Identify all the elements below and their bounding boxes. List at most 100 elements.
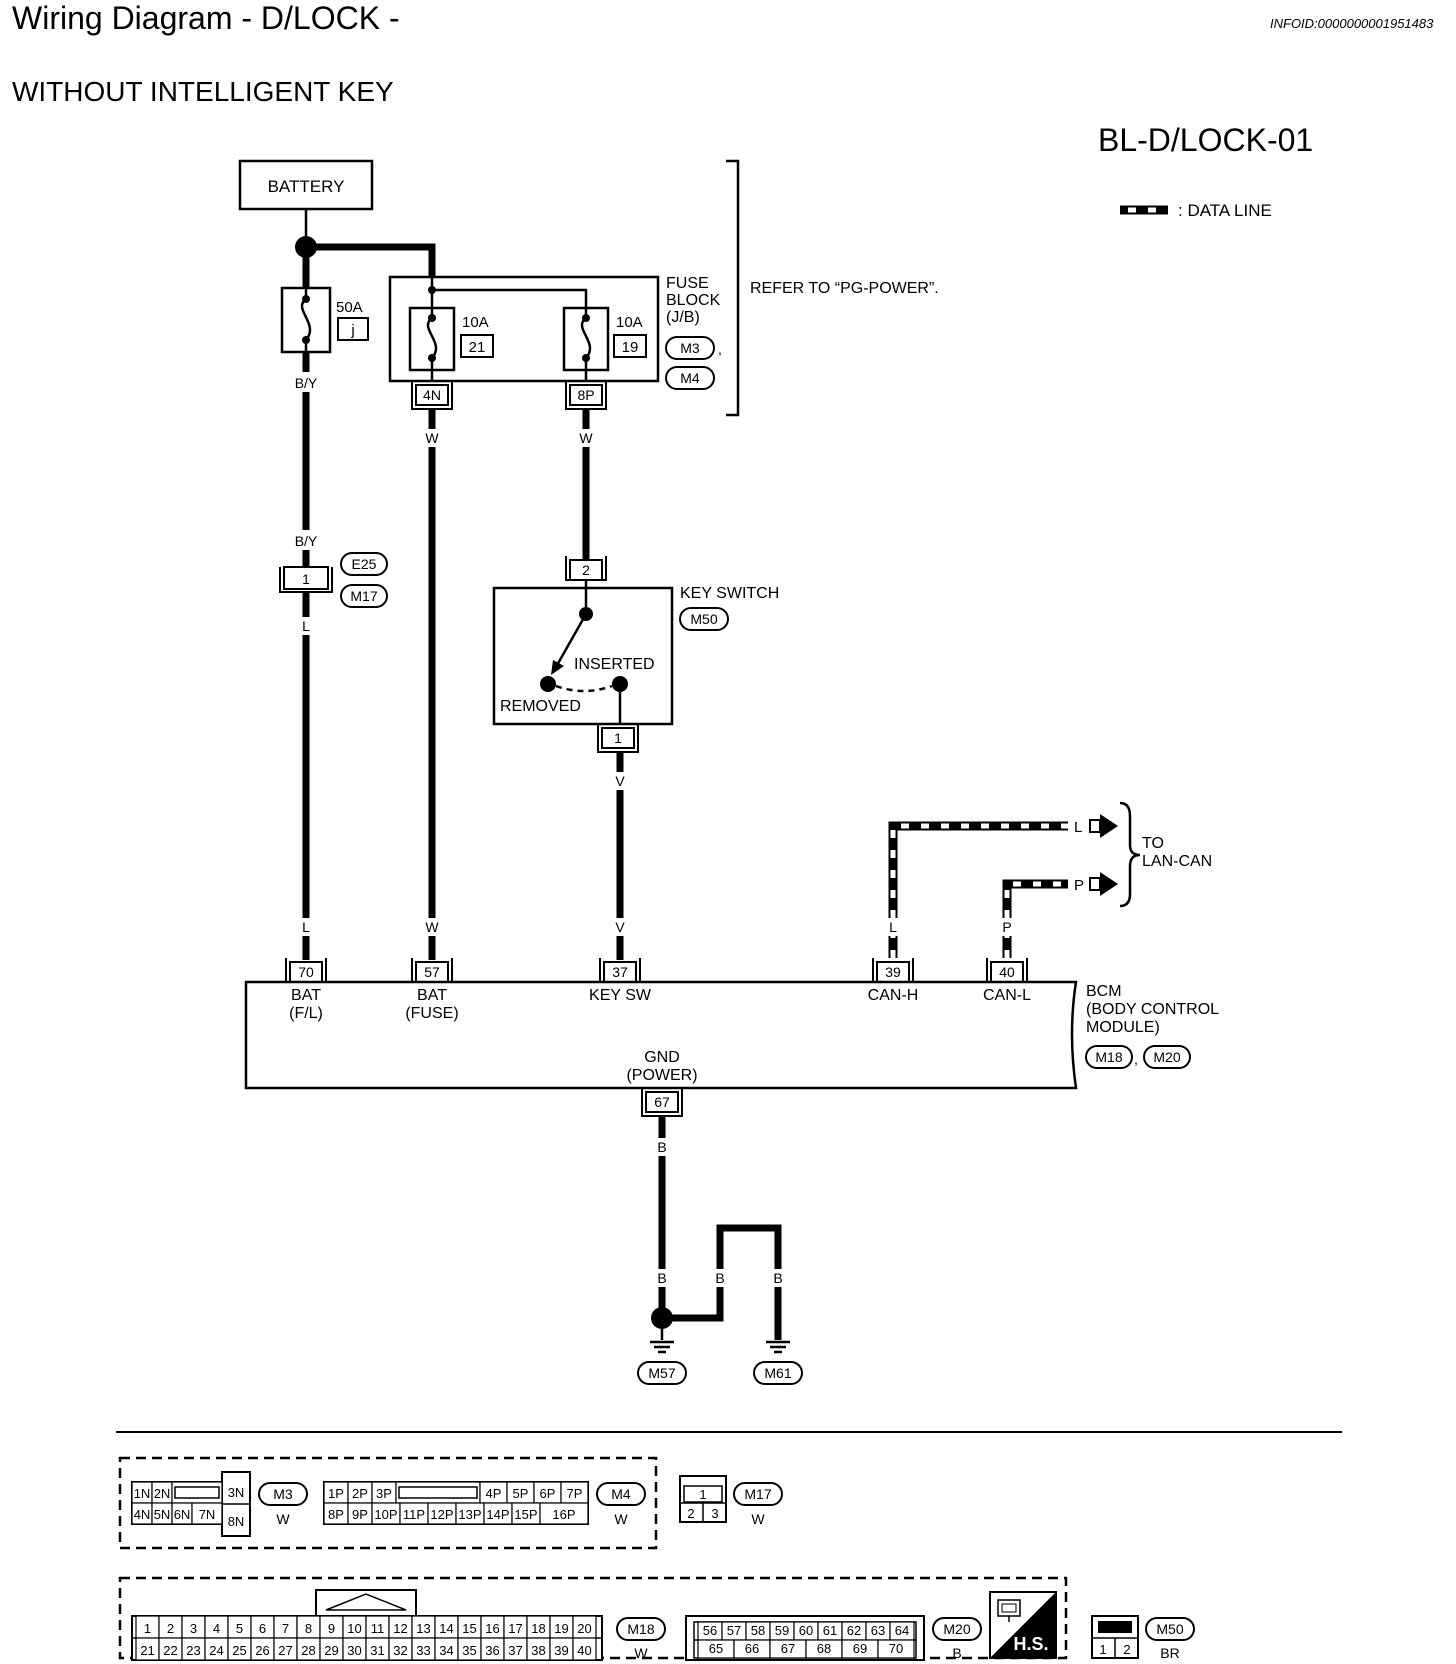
bcm-pin-67 bbox=[645, 1091, 679, 1113]
m20-pin-64: 64 bbox=[895, 1623, 909, 1638]
m20-pin-63: 63 bbox=[871, 1623, 885, 1638]
ground-m57-symbol bbox=[648, 1340, 676, 1354]
battery-label: BATTERY bbox=[268, 177, 345, 196]
bcm-name-1: BCM bbox=[1086, 983, 1122, 1000]
diagram-id: BL-D/LOCK-01 bbox=[1098, 122, 1314, 158]
fuse-21-num-box bbox=[460, 334, 494, 358]
m18-pin-32: 32 bbox=[393, 1643, 407, 1658]
m4-pin-6P: 6P bbox=[540, 1486, 556, 1501]
connector-m20-id: M20 bbox=[943, 1621, 970, 1637]
bcm-box bbox=[244, 980, 1078, 1090]
key-switch-pin-1 bbox=[601, 727, 635, 749]
bcm-pin-67-label: 67 bbox=[654, 1094, 670, 1110]
m18-pin-17: 17 bbox=[508, 1621, 522, 1636]
m20-pin-62: 62 bbox=[847, 1623, 861, 1638]
m18-pin-23: 23 bbox=[186, 1643, 200, 1658]
bcm-name-3: MODULE) bbox=[1086, 1019, 1160, 1036]
m18-pin-28: 28 bbox=[301, 1643, 315, 1658]
fuse-block-conn-m3 bbox=[665, 336, 715, 360]
bcm-pin-70-num: 70 bbox=[298, 964, 314, 980]
connector-m17-id: M17 bbox=[744, 1486, 771, 1502]
ground-m57 bbox=[637, 1361, 687, 1385]
m4-pin-key-3-key bbox=[398, 1486, 478, 1499]
bcm-pin-40-num: 40 bbox=[999, 964, 1015, 980]
joint-pin: 1 bbox=[302, 571, 310, 587]
connector-m18-badge bbox=[616, 1617, 666, 1641]
svg-text:,: , bbox=[1134, 1051, 1138, 1067]
lan-can-arrow-h bbox=[1100, 814, 1118, 838]
m4-pin-13P: 13P bbox=[458, 1507, 481, 1522]
m4-pin-14P: 14P bbox=[486, 1507, 509, 1522]
hs-label: H.S. bbox=[1013, 1634, 1048, 1654]
m17-pin-1: 1 bbox=[699, 1487, 706, 1502]
m18-pin-25: 25 bbox=[232, 1643, 246, 1658]
wire-label-l-after-joint: L bbox=[302, 618, 310, 634]
m3-pin-7N: 7N bbox=[199, 1507, 216, 1522]
m20-pin-57: 57 bbox=[727, 1623, 741, 1638]
data-line-label: : DATA LINE bbox=[1178, 201, 1272, 220]
fuse-21-rating: 10A bbox=[462, 314, 489, 331]
m4-pin-9P: 9P bbox=[352, 1507, 368, 1522]
wire-label-v-switch: V bbox=[615, 773, 625, 789]
fuse-block-terminal-4n bbox=[415, 384, 449, 406]
battery-box bbox=[238, 159, 374, 211]
m3-pin-7N-cell bbox=[191, 1502, 223, 1525]
bcm-pin-39: 39 bbox=[872, 958, 914, 983]
m18-pin-27: 27 bbox=[278, 1643, 292, 1658]
connector-m3-badge bbox=[258, 1482, 308, 1506]
m20-pin-68: 68 bbox=[817, 1641, 831, 1656]
m18-pin-24: 24 bbox=[209, 1643, 223, 1658]
m18-pin-11: 11 bbox=[371, 1621, 385, 1636]
m3-pin-key-2-key bbox=[174, 1486, 220, 1499]
wire-label-v-bcm37: V bbox=[615, 919, 625, 935]
m18-pin-30: 30 bbox=[347, 1643, 361, 1658]
m3-pin-3n: 3N bbox=[228, 1485, 245, 1500]
m18-pin-29: 29 bbox=[324, 1643, 338, 1658]
key-switch-name: KEY SWITCH bbox=[680, 585, 779, 602]
m18-pin-12: 12 bbox=[393, 1621, 407, 1636]
bcm-pin-70: 70 bbox=[285, 958, 327, 983]
connector-m17: 1 2 3 bbox=[679, 1475, 727, 1523]
m18-pin-4: 4 bbox=[213, 1621, 220, 1636]
m18-pin-3: 3 bbox=[190, 1621, 197, 1636]
ground-m61 bbox=[753, 1361, 803, 1385]
joint-conn-e25 bbox=[340, 552, 388, 576]
fusible-link-id: j bbox=[350, 322, 354, 339]
m4-pin-7P: 7P bbox=[567, 1486, 583, 1501]
m3-pin-8n: 8N bbox=[228, 1514, 245, 1529]
m20-pin-66: 66 bbox=[745, 1641, 759, 1656]
fuse-block-terminal-8p-label: 8P bbox=[577, 387, 594, 403]
m20-pin-56: 56 bbox=[703, 1623, 717, 1638]
fuse-19-num-box bbox=[613, 334, 647, 358]
fuse-block-label-2: BLOCK bbox=[666, 292, 721, 309]
wire-label-b-2: B bbox=[657, 1270, 666, 1286]
m20-pin-60: 60 bbox=[799, 1623, 813, 1638]
fusible-link-id-box bbox=[337, 317, 369, 341]
fuse-block-terminal-8p bbox=[569, 384, 603, 406]
connector-m17-color: W bbox=[751, 1511, 765, 1527]
wire-label-b-1: B bbox=[657, 1139, 666, 1155]
bcm-name-2: (BODY CONTROL bbox=[1086, 1001, 1219, 1018]
can-h-data-line bbox=[888, 821, 1068, 958]
connector-m50-color: BR bbox=[1160, 1645, 1179, 1661]
m18-pin-38: 38 bbox=[531, 1643, 545, 1658]
refer-bracket bbox=[726, 159, 740, 417]
m18-pin-37: 37 bbox=[508, 1643, 522, 1658]
m18-pin-6: 6 bbox=[259, 1621, 266, 1636]
lan-can-arrow-l bbox=[1100, 872, 1118, 896]
m4-pin-4P: 4P bbox=[486, 1486, 502, 1501]
data-line-legend: : DATA LINE bbox=[1120, 201, 1272, 220]
m18-pin-18: 18 bbox=[531, 1621, 545, 1636]
page-title: Wiring Diagram - D/LOCK - bbox=[12, 0, 400, 36]
connector-m3-color: W bbox=[276, 1511, 290, 1527]
bcm-pin-40-label: CAN-L bbox=[983, 987, 1031, 1004]
fuse-19-num: 19 bbox=[622, 339, 639, 356]
bcm-pin-57: 57 bbox=[411, 958, 453, 983]
connector-m50-badge bbox=[1145, 1617, 1195, 1641]
connector-m4-badge bbox=[596, 1482, 646, 1506]
m4-pin-16P: 16P bbox=[552, 1507, 575, 1522]
wire-b-ground-2 bbox=[662, 1224, 782, 1340]
